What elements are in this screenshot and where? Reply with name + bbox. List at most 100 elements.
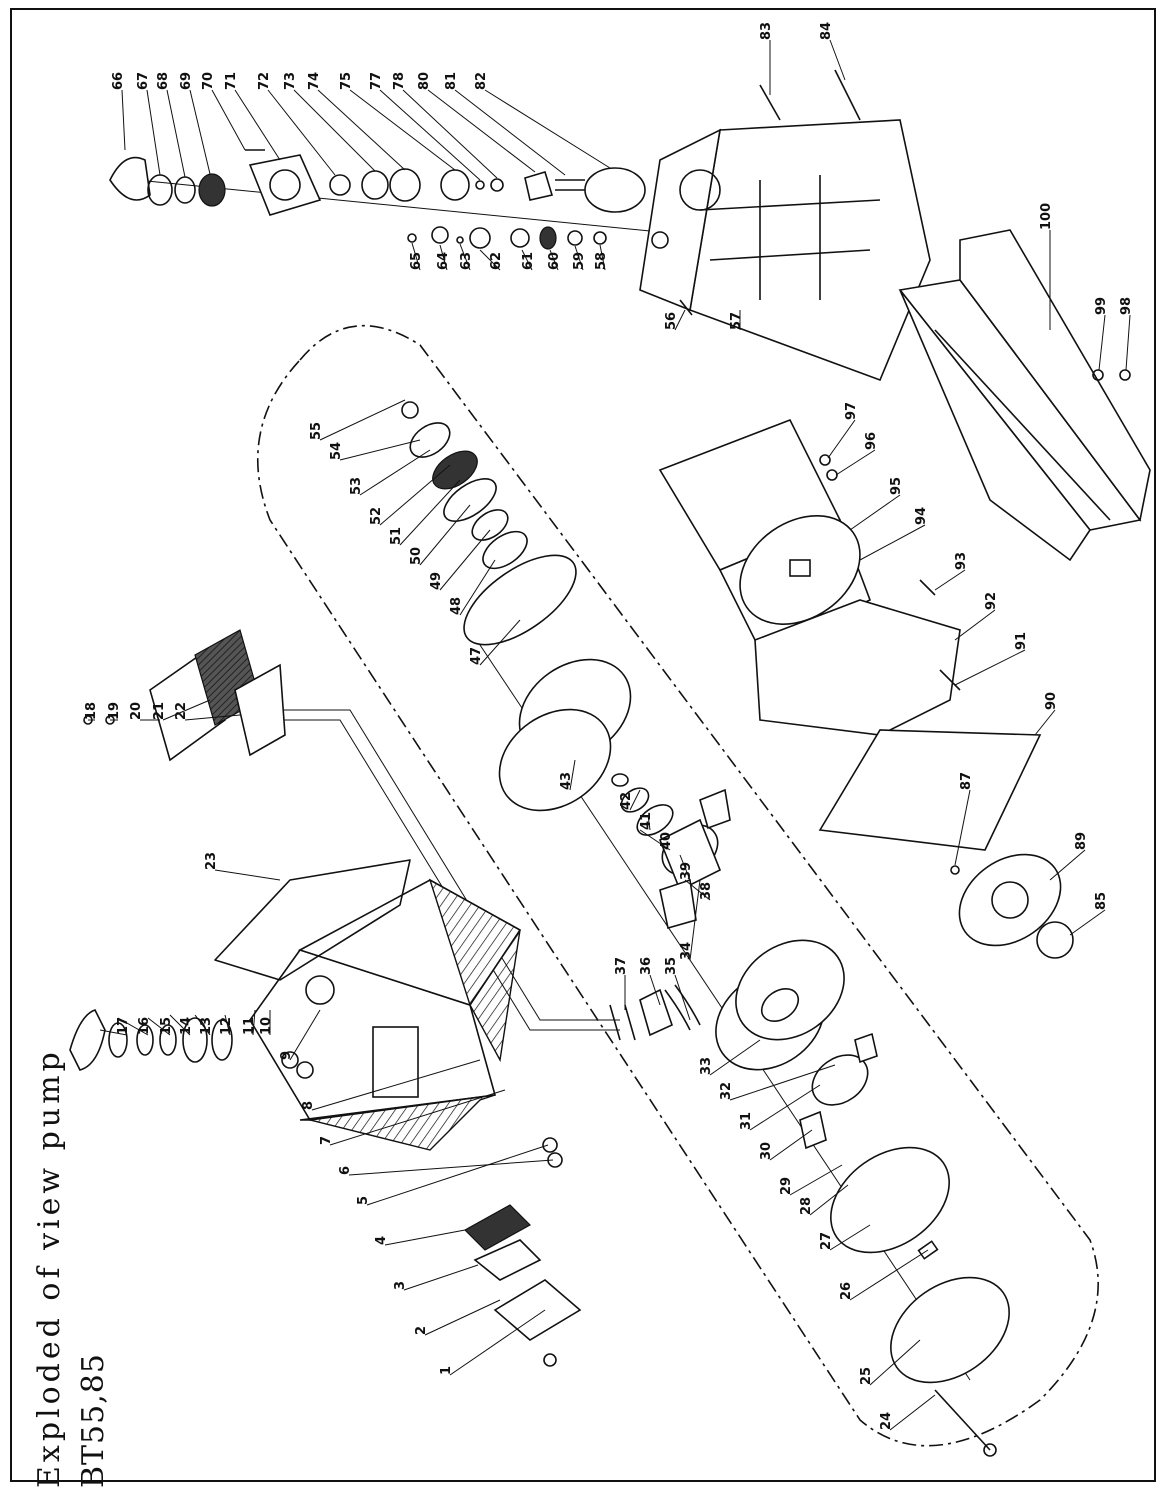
part-callout-92: 92 (984, 592, 999, 610)
leader-line-31 (749, 1084, 821, 1131)
leader-line-72 (267, 89, 336, 176)
leader-line-68 (166, 89, 186, 178)
part-callout-85: 85 (1094, 892, 1109, 910)
part-callout-54: 54 (329, 442, 344, 460)
part-callout-17: 17 (116, 1017, 131, 1035)
leader-line-49 (439, 529, 491, 591)
filter-cover-assembly (83, 629, 286, 762)
leader-line-78 (402, 89, 498, 179)
leader-line-92 (954, 609, 996, 641)
leader-line-43 (569, 759, 576, 791)
part-callout-9: 9 (279, 1051, 294, 1060)
part-callout-82: 82 (474, 72, 489, 90)
part-callout-35: 35 (664, 957, 679, 975)
leader-line-54 (339, 439, 421, 461)
leader-line-11 (252, 1009, 256, 1036)
part-callout-55: 55 (309, 422, 324, 440)
valve-springs (664, 984, 701, 1031)
part-callout-80: 80 (417, 72, 432, 90)
part-callout-67: 67 (136, 72, 151, 90)
leader-line-30 (769, 1129, 813, 1161)
part-callout-23: 23 (204, 852, 219, 870)
part-callout-99: 99 (1094, 297, 1109, 315)
leader-line-32 (729, 1064, 836, 1101)
leader-line-25 (869, 1339, 921, 1386)
part-callout-65: 65 (409, 252, 424, 270)
bolt-84 (834, 69, 861, 121)
screw-91 (939, 669, 961, 691)
bearing-cover (432, 450, 478, 490)
part-callout-78: 78 (392, 72, 407, 90)
leader-line-60 (549, 249, 559, 271)
part-callout-2: 2 (414, 1326, 429, 1335)
part-callout-31: 31 (739, 1112, 754, 1130)
part-callout-14: 14 (179, 1017, 194, 1035)
part-callout-8: 8 (301, 1101, 316, 1110)
end-cover (890, 1276, 1010, 1384)
part-callout-34: 34 (679, 942, 694, 960)
leader-line-53 (359, 449, 431, 496)
part-callout-56: 56 (664, 312, 679, 330)
service-cover (464, 1204, 582, 1367)
part-callout-66: 66 (111, 72, 126, 90)
suction-valve-stack (109, 149, 585, 216)
leader-line-1 (449, 1309, 546, 1376)
leader-line-64 (439, 244, 448, 271)
part-callout-74: 74 (307, 72, 322, 90)
part-callout-38: 38 (699, 882, 714, 900)
leader-line-73 (293, 89, 376, 172)
leader-line-6 (348, 1159, 554, 1176)
leader-line-15 (147, 1017, 171, 1036)
vane-right (854, 1032, 878, 1064)
leader-line-13 (194, 1014, 211, 1036)
part-callout-36: 36 (639, 957, 654, 975)
part-callout-29: 29 (779, 1177, 794, 1195)
leader-line-4 (384, 1229, 466, 1246)
leader-line-23 (214, 869, 281, 881)
part-callout-5: 5 (356, 1196, 371, 1205)
leader-line-71 (234, 89, 281, 161)
leader-line-52 (379, 464, 451, 526)
bolt-98 (1119, 369, 1131, 381)
pin-56 (679, 299, 693, 316)
part-callout-100: 100 (1039, 203, 1054, 230)
leader-line-3 (403, 1264, 479, 1291)
leader-line-97 (827, 419, 856, 459)
leader-line-16 (117, 1017, 149, 1036)
leader-line-82 (484, 89, 611, 169)
housing-gasket-large (584, 167, 646, 213)
part-callout-28: 28 (799, 1197, 814, 1215)
leader-line-12 (224, 1014, 231, 1036)
leader-line-7 (329, 1089, 506, 1146)
leader-line-50 (419, 504, 471, 566)
part-callout-33: 33 (699, 1057, 714, 1075)
leader-line-33 (709, 1039, 761, 1076)
part-callout-40: 40 (659, 832, 674, 850)
part-callout-77: 77 (369, 72, 384, 90)
part-callout-90: 90 (1044, 692, 1059, 710)
screw-93 (919, 579, 936, 596)
part-callout-71: 71 (224, 72, 239, 90)
leader-line-9 (289, 1009, 321, 1061)
leader-line-55 (319, 399, 406, 441)
part-callout-93: 93 (954, 552, 969, 570)
leader-line-93 (934, 569, 966, 591)
front-cover (830, 1146, 950, 1254)
tie-rod-nut (983, 1443, 997, 1457)
part-callout-84: 84 (819, 22, 834, 40)
part-callout-24: 24 (879, 1412, 894, 1430)
part-callout-60: 60 (547, 252, 562, 270)
motor (658, 418, 872, 652)
part-callout-52: 52 (369, 507, 384, 525)
valve-plate (639, 988, 673, 1037)
part-callout-32: 32 (719, 1082, 734, 1100)
plug-seal-5 (542, 1137, 558, 1153)
leader-line-27 (829, 1224, 871, 1251)
coupling (409, 422, 451, 458)
washer-99 (1092, 369, 1104, 381)
part-callout-13: 13 (199, 1017, 214, 1035)
part-callout-1: 1 (439, 1366, 454, 1375)
part-callout-30: 30 (759, 1142, 774, 1160)
part-callout-41: 41 (639, 812, 654, 830)
